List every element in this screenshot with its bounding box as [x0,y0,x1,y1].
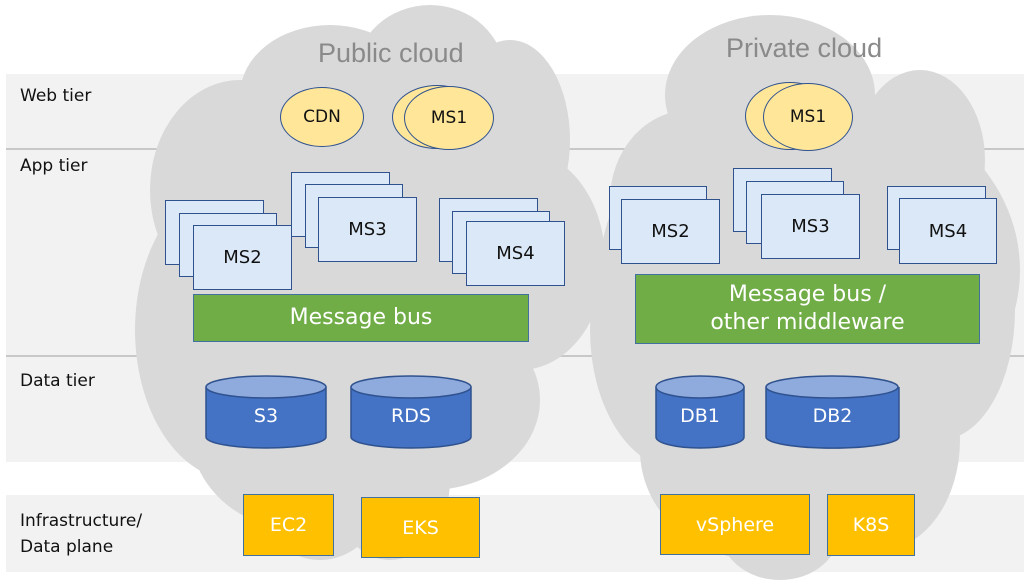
tier-label-app: App tier [20,156,88,176]
tier-label-web: Web tier [20,86,92,106]
db1-label: DB1 [680,405,720,427]
s3-database[interactable]: S3 [205,375,327,450]
db2-label: DB2 [812,405,853,427]
public-cloud-title: Public cloud [318,38,464,68]
k8s-box[interactable]: K8S [827,494,915,556]
ms1-node[interactable]: MS1 [763,83,853,151]
tier-label-infra: Infrastructure/ Data plane [20,511,143,557]
database-icon [765,375,900,449]
ms1-node[interactable]: MS1 [404,86,494,150]
ms4-service[interactable]: MS4 [899,198,997,264]
db2-database[interactable]: DB2 [765,375,900,450]
message-bus-middleware[interactable]: Message bus / other middleware [635,274,980,344]
rds-database[interactable]: RDS [350,375,472,450]
ms2-service[interactable]: MS2 [621,199,720,264]
tier-label-data: Data tier [20,371,95,391]
eks-box[interactable]: EKS [361,497,480,558]
rds-label: RDS [391,405,431,427]
ms2-service[interactable]: MS2 [193,225,292,290]
message-bus[interactable]: Message bus [193,294,529,342]
database-icon [205,375,327,449]
vsphere-box[interactable]: vSphere [660,494,810,555]
ms4-service[interactable]: MS4 [466,221,565,286]
ms3-service[interactable]: MS3 [318,197,417,262]
cdn-node[interactable]: CDN [280,87,364,147]
database-icon [350,375,472,449]
s3-label: S3 [253,405,279,427]
database-icon [655,375,745,449]
ec2-box[interactable]: EC2 [243,494,334,556]
private-cloud-title: Private cloud [726,33,883,63]
db1-database[interactable]: DB1 [655,375,745,450]
ms3-service[interactable]: MS3 [761,194,860,259]
